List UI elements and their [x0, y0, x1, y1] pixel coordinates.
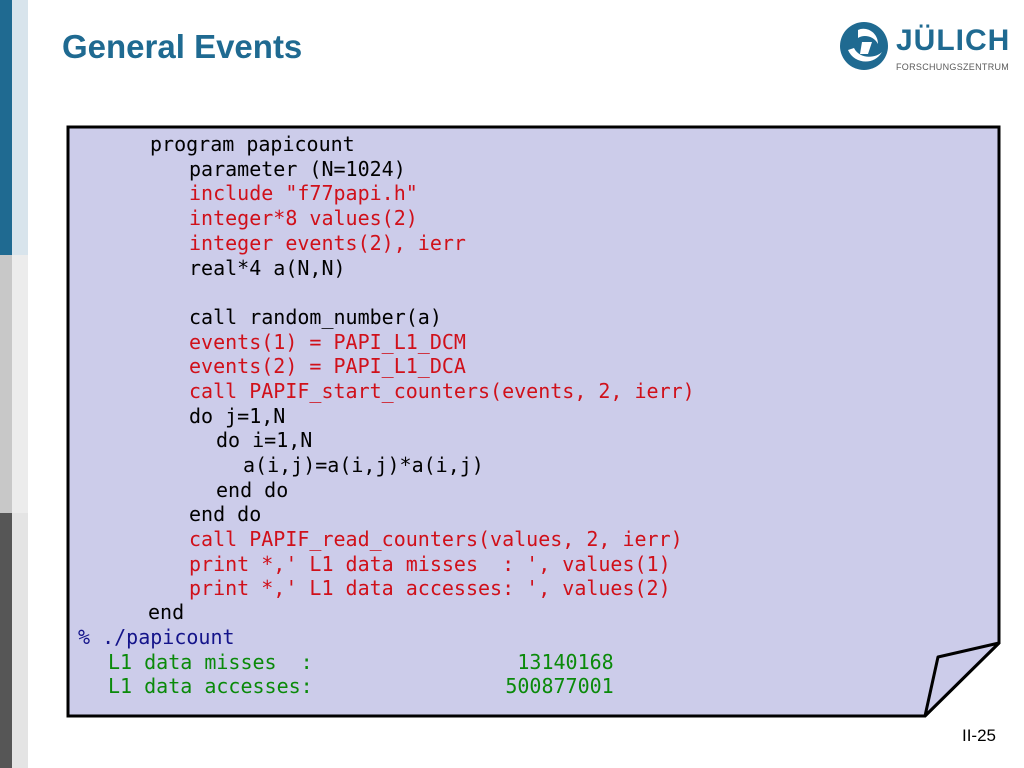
code-line: integer*8 values(2)	[189, 206, 418, 230]
decorative-sidebar	[0, 0, 28, 768]
code-line: do j=1,N	[189, 404, 286, 428]
page-number: II-25	[961, 726, 996, 745]
sidebar-band-blue	[0, 0, 12, 255]
code-line: integer events(2), ierr	[189, 231, 466, 255]
juelich-logo-icon	[840, 22, 888, 70]
code-line: end do	[189, 502, 262, 526]
code-line: print *,' L1 data accesses: ', values(2)	[189, 576, 671, 600]
logo-subtitle: FORSCHUNGSZENTRUM	[896, 62, 1010, 72]
sidebar-band-gray	[0, 255, 12, 513]
code-line: call PAPIF_start_counters(events, 2, ier…	[189, 379, 695, 403]
output-line: L1 data accesses: 500877001	[108, 674, 614, 698]
output-line: L1 data misses : 13140168	[108, 650, 614, 674]
code-line: parameter (N=1024)	[189, 157, 406, 181]
shell-command-line: % ./papicount	[78, 625, 235, 649]
code-line: print *,' L1 data misses : ', values(1)	[189, 552, 671, 576]
code-line: end do	[216, 478, 289, 502]
code-line: a(i,j)=a(i,j)*a(i,j)	[243, 453, 484, 477]
code-line: events(2) = PAPI_L1_DCA	[189, 354, 466, 378]
page-curl	[923, 641, 1001, 718]
code-line: program papicount	[150, 132, 355, 156]
sidebar-band-darkgray	[0, 513, 12, 768]
code-line: real*4 a(N,N)	[189, 256, 346, 280]
sidebar-band-lightgray	[12, 255, 28, 513]
code-line: call PAPIF_read_counters(values, 2, ierr…	[189, 527, 683, 551]
sidebar-band-lightblue	[12, 0, 28, 255]
code-line: call random_number(a)	[189, 305, 442, 329]
sidebar-band-palegray	[12, 513, 28, 768]
juelich-logo: JÜLICH FORSCHUNGSZENTRUM	[838, 18, 1011, 78]
code-line: include "f77papi.h"	[189, 181, 418, 205]
code-line: events(1) = PAPI_L1_DCM	[189, 330, 466, 354]
code-line: end	[148, 600, 185, 624]
code-line: do i=1,N	[216, 428, 313, 452]
logo-wordmark: JÜLICH	[896, 24, 1011, 57]
slide-title: General Events	[62, 28, 303, 65]
